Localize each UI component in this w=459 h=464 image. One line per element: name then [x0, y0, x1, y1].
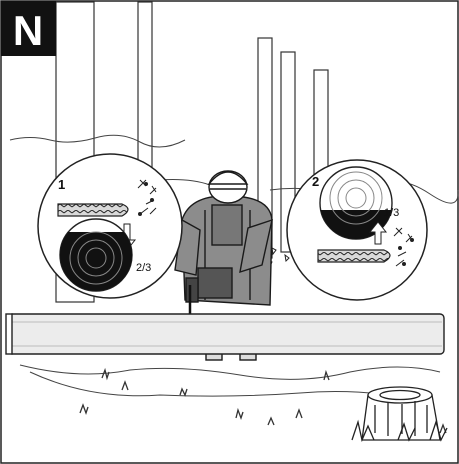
- grass-tufts: [79, 367, 447, 434]
- sparks-icon: [137, 179, 157, 216]
- step-1-fraction: 2/3: [136, 262, 151, 274]
- callout-step-2: 2 1/3: [286, 159, 428, 301]
- step-1-number: 1: [58, 177, 65, 192]
- tree-stump: [351, 386, 448, 443]
- step-2-number: 2: [312, 174, 319, 189]
- section-letter: N: [13, 7, 43, 54]
- chainsaw-bar-icon: [57, 203, 129, 217]
- log: [5, 313, 445, 355]
- arrow-up-icon: [368, 221, 388, 245]
- corner-badge: N: [1, 1, 56, 56]
- callout-step-1: 1 2/3: [37, 153, 183, 299]
- log-cross-section-icon: [59, 218, 133, 292]
- chainsaw-bar-icon: [317, 249, 391, 263]
- sparks-icon: [393, 227, 414, 267]
- step-2-fraction: 1/3: [384, 207, 399, 219]
